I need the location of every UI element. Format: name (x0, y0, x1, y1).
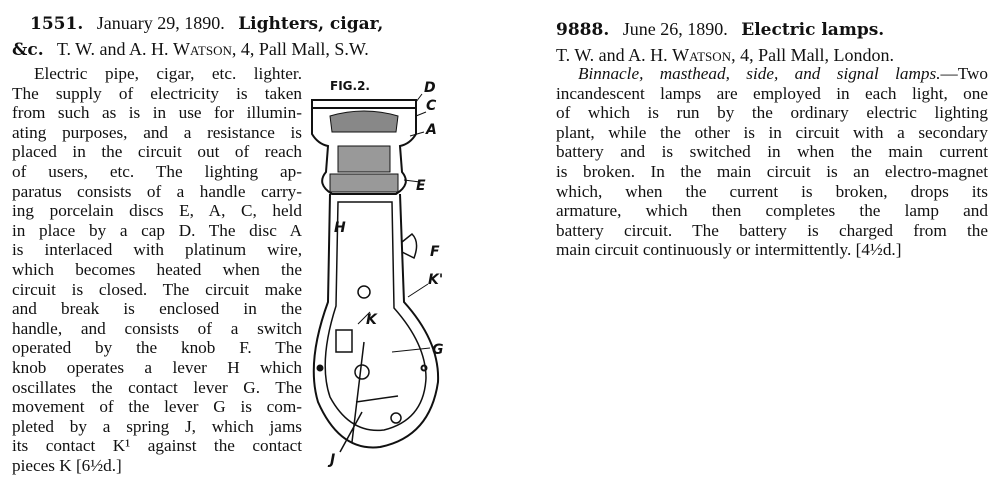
body-line: ing porcelain discs E, A, C, held (12, 201, 302, 221)
handle-outline (312, 193, 440, 449)
label-j: J (327, 452, 335, 468)
body-line: battery and is switched in when the main… (556, 142, 988, 162)
cap-d (311, 99, 417, 109)
applicant-address: , 4, Pall Mall, S.W. (231, 39, 369, 59)
body-line: Binnacle, masthead, side, and signal lam… (556, 64, 988, 84)
body-line: Electric pipe, cigar, etc. lighter. (34, 64, 302, 83)
label-h: H (334, 220, 346, 236)
body-line: of users, etc. The lighting ap- (12, 161, 302, 181)
body-line: which, when the current is broken, drops… (556, 181, 988, 201)
body-line: pieces K [6½d.] (12, 455, 122, 475)
entry-1551-header: 1551. January 29, 1890. Lighters, cigar,… (12, 10, 447, 62)
entry-date: January 29, 1890. (96, 13, 225, 33)
body-line-text: —Two (940, 64, 989, 83)
applicant-initials: T. W. and A. H. (556, 45, 673, 65)
entry-heading-line2: &c. T. W. and A. H. Watson, 4, Pall Mall… (12, 36, 447, 62)
body-line: knob operates a lever H which (12, 357, 302, 377)
entry-subject: Electric lamps. (741, 20, 885, 40)
body-line: is interlaced with platinum wire, (12, 240, 302, 260)
body-line: from such as is in use for illumin- (12, 103, 302, 123)
lighter-figure: FIG.2. D C A E F H K K' G J (311, 79, 444, 468)
body-line: in place by a cap D. The disc A (12, 220, 302, 240)
applicant-address: , 4, Pall Mall, London. (731, 45, 895, 65)
body-line: circuit is closed. The circuit make (12, 279, 302, 299)
body-line: battery circuit. The battery is charged … (556, 220, 988, 240)
body-line: operated by the knob F. The (12, 338, 302, 358)
entry-date: June 26, 1890. (622, 19, 728, 39)
applicant: T. W. and A. H. Watson, 4, Pall Mall, S.… (57, 39, 369, 59)
body-line: main circuit continuously or intermitten… (556, 240, 902, 260)
entry-subject-cont: &c. (12, 40, 44, 60)
applicant-name: Watson (172, 39, 232, 59)
entry-subject: Lighters, cigar, (238, 14, 384, 34)
entry-number: 9888. (556, 20, 610, 40)
body-line: which becomes heated when the (12, 259, 302, 279)
figure-title: FIG.2. (330, 79, 370, 93)
body-line: oscillates the contact lever G. The (12, 377, 302, 397)
body-line: its contact K¹ against the contact (12, 436, 302, 456)
body-line: is broken. In the main circuit is an ele… (556, 161, 988, 181)
label-c: C (426, 98, 437, 114)
entry-heading-line1: 1551. January 29, 1890. Lighters, cigar, (12, 10, 447, 36)
body-line: armature, which then completes the lamp … (556, 201, 988, 221)
body-line: and break is enclosed in the (12, 299, 302, 319)
label-k: K (366, 312, 378, 328)
body-italic-lead: Binnacle, masthead, side, and signal lam… (578, 64, 941, 83)
knob-f (401, 232, 418, 260)
label-f: F (430, 244, 440, 260)
label-k1: K' (428, 272, 443, 288)
label-g: G (432, 342, 444, 358)
body-line: incandescent lamps are employed in each … (556, 83, 988, 103)
body-line: pleted by a spring J, which jams (12, 416, 302, 436)
head-body (311, 108, 417, 195)
body-line: paratus consists of a handle carry- (12, 181, 302, 201)
body-line: of which is run by the ordinary electric… (556, 103, 988, 123)
entry-heading-line1: 9888. June 26, 1890. Electric lamps. (556, 16, 988, 42)
body-line: handle, and consists of a switch (12, 318, 302, 338)
applicant-name: Watson (672, 45, 732, 65)
body-line: plant, while the other is in circuit wit… (556, 122, 988, 142)
label-d: D (424, 80, 436, 96)
body-line: placed in the circuit out of reach (12, 142, 302, 162)
entry-9888-header: 9888. June 26, 1890. Electric lamps. T. … (556, 16, 988, 68)
entry-heading-line2: T. W. and A. H. Watson, 4, Pall Mall, Lo… (556, 42, 988, 68)
body-line: The supply of electricity is taken (12, 83, 302, 103)
label-a: A (425, 122, 437, 138)
entry-9888-body: Binnacle, masthead, side, and signal lam… (556, 64, 988, 260)
lighter-drawing (311, 93, 440, 453)
body-line: ating purposes, and a resistance is (12, 122, 302, 142)
body-line: movement of the lever G is com- (12, 397, 302, 417)
entry-1551-body: Electric pipe, cigar, etc. lighter.The s… (12, 64, 302, 475)
applicant-initials: T. W. and A. H. (56, 39, 173, 59)
label-e: E (416, 178, 426, 194)
entry-number: 1551. (30, 14, 84, 34)
